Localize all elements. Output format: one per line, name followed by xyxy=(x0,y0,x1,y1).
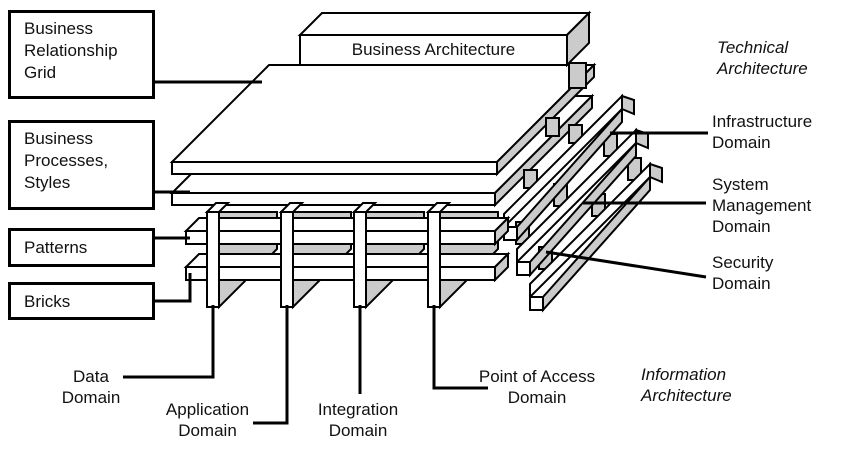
label-integration-domain: Integration Domain xyxy=(317,400,399,440)
label-data-domain: Data Domain xyxy=(61,367,121,407)
box-business-relationship-grid: Business Relationship Grid xyxy=(8,10,155,99)
technical-architecture-annotation: Technical Architecture xyxy=(717,38,808,78)
box-bricks-label: Bricks xyxy=(24,292,71,311)
rail-bricks xyxy=(183,251,511,283)
box-business-relationship-grid-label: Business Relationship Grid xyxy=(24,19,118,82)
beam-security-domain xyxy=(529,161,663,313)
domain-panels xyxy=(204,202,452,308)
box-business-processes-styles: Business Processes, Styles xyxy=(8,120,155,210)
box-patterns-label: Patterns xyxy=(24,238,88,257)
business-architecture-title: Business Architecture xyxy=(351,40,516,59)
leader-lines xyxy=(123,80,708,425)
beam-system-management-domain xyxy=(516,127,649,278)
rail-patterns xyxy=(183,215,511,247)
label-point-of-access-domain: Point of Access Domain xyxy=(478,367,596,407)
box-business-processes-styles-label: Business Processes, Styles xyxy=(24,129,109,192)
label-application-domain: Application Domain xyxy=(165,400,250,440)
label-system-management-domain: System Management Domain xyxy=(712,175,812,236)
label-security-domain: Security Domain xyxy=(712,253,774,293)
label-infrastructure-domain: Infrastructure Domain xyxy=(712,112,813,152)
information-architecture-annotation: Information Architecture xyxy=(641,365,732,405)
business-architecture-block xyxy=(297,10,592,89)
box-bricks: Bricks xyxy=(8,282,155,320)
beam-infrastructure-domain xyxy=(503,93,635,243)
box-patterns: Patterns xyxy=(8,228,155,267)
